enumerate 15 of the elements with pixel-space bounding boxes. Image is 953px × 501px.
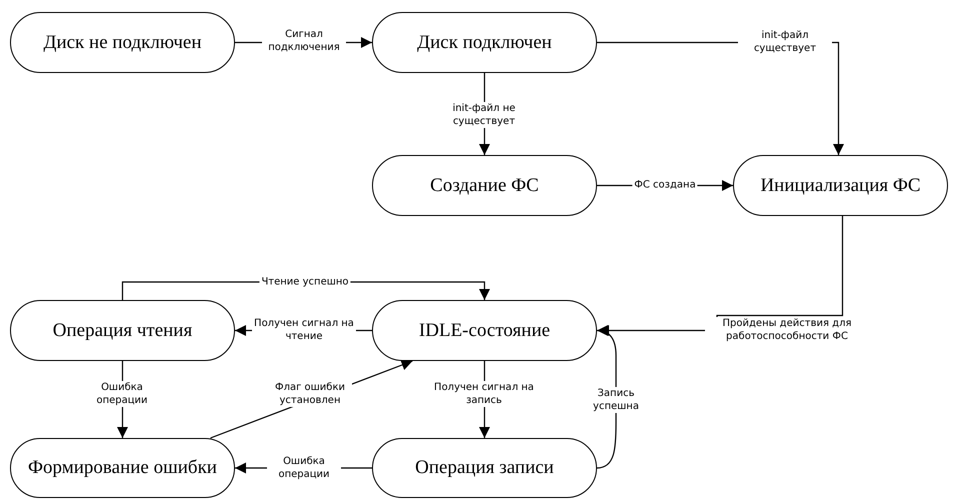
state-label: Операция записи — [415, 457, 554, 479]
state-label: Инициализация ФС — [760, 174, 921, 196]
state-label: Диск подключен — [417, 32, 552, 54]
edge-label: Чтение успешно — [259, 276, 351, 288]
edge-label: Ошибка операции — [267, 455, 341, 481]
edge-label: Получен сигнал на запись — [432, 381, 536, 407]
transition-arrow — [597, 216, 844, 336]
state-label: Формирование ошибки — [28, 457, 217, 479]
edge-label: Сигнал подключения — [262, 28, 346, 54]
state-label: IDLE-состояние — [418, 320, 550, 342]
state-label: Операция чтения — [52, 320, 192, 342]
edge-label: ФС создана — [632, 178, 698, 192]
state-label: Создание ФС — [430, 174, 539, 196]
edge-label: init-файл существует — [738, 29, 832, 55]
state-label: Диск не подключен — [43, 32, 202, 54]
